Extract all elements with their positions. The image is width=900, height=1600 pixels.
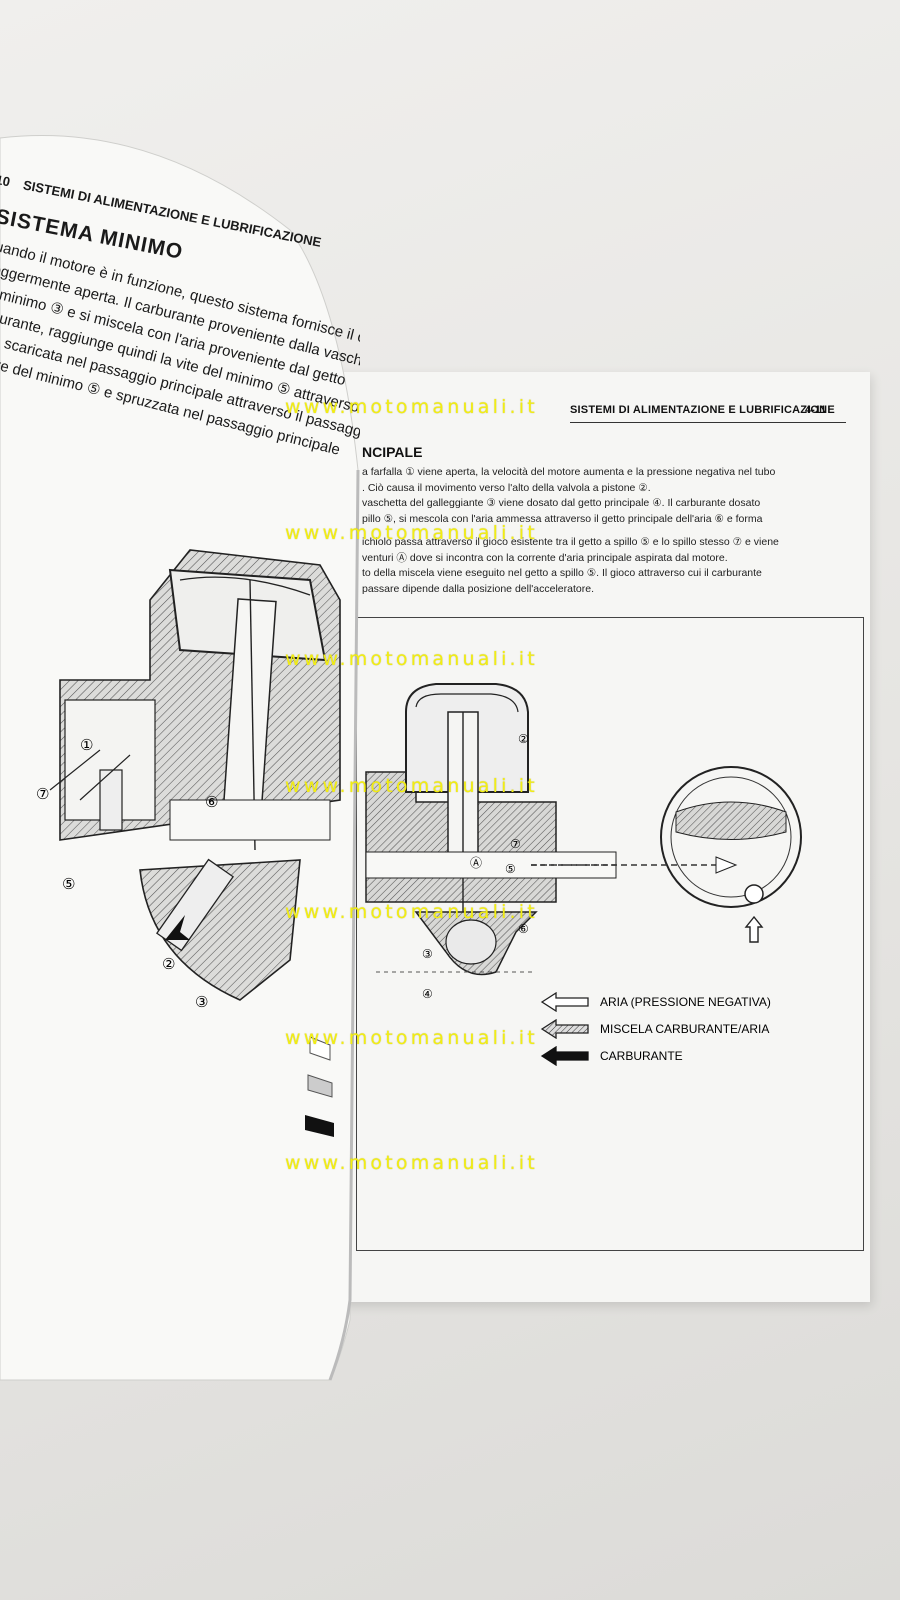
- text-line: pillo ⑤, si mescola con l'aria ammessa a…: [362, 512, 763, 525]
- text-line: vaschetta del galleggiante ③ viene dosat…: [362, 497, 761, 509]
- callout-4: ④: [422, 987, 433, 1001]
- callout-7: ⑦: [510, 837, 521, 851]
- carburetor-diagram-right: [365, 683, 802, 976]
- legend: ARIA (PRESSIONE NEGATIVA) MISCELA CARBUR…: [540, 992, 860, 1102]
- legend-label-air: ARIA (PRESSIONE NEGATIVA): [600, 995, 771, 1009]
- watermark: www.motomanuali.it: [285, 396, 538, 418]
- legend-label-mixture: MISCELA CARBURANTE/ARIA: [600, 1022, 770, 1036]
- right-page: SISTEMI DI ALIMENTAZIONE E LUBRIFICAZION…: [300, 372, 870, 1302]
- text-line: ichiolo passa attraverso il gioco esiste…: [362, 536, 779, 548]
- legend-item-air: ARIA (PRESSIONE NEGATIVA): [540, 992, 771, 1012]
- watermark: www.motomanuali.it: [285, 522, 538, 544]
- text-line: passare dipende dalla posizione dell'acc…: [362, 582, 594, 595]
- right-paragraph: a farfalla ① viene aperta, la velocità d…: [362, 465, 862, 597]
- callout-6: ⑥: [205, 793, 219, 811]
- legend-item-fuel: CARBURANTE: [540, 1046, 683, 1066]
- right-section-title: NCIPALE: [362, 444, 423, 460]
- solid-arrow-left-icon: [540, 1046, 589, 1066]
- right-page-number: 4-11: [805, 404, 827, 416]
- left-paragraph: uando il motore è in funzione, questo si…: [0, 235, 360, 477]
- header-rule: [570, 422, 846, 423]
- legend-label-fuel: CARBURANTE: [600, 1049, 683, 1063]
- watermark: www.motomanuali.it: [285, 901, 538, 923]
- hatched-arrow-left-icon: [540, 1019, 589, 1039]
- right-header-title: SISTEMI DI ALIMENTAZIONE E LUBRIFICAZION…: [570, 404, 835, 416]
- legend-item-mixture: MISCELA CARBURANTE/ARIA: [540, 1019, 769, 1039]
- figure-frame: [356, 617, 864, 1251]
- callout-7: ⑦: [36, 785, 50, 803]
- callout-3: ③: [422, 947, 433, 961]
- carburetor-diagram-left: [49, 549, 341, 1001]
- callout-2: ②: [162, 955, 176, 973]
- callout-3: ③: [195, 993, 209, 1011]
- watermark: www.motomanuali.it: [285, 1027, 538, 1049]
- callout-6: ⑥: [518, 922, 529, 936]
- watermark: www.motomanuali.it: [285, 775, 538, 797]
- callout-1: ①: [80, 736, 94, 754]
- watermark: www.motomanuali.it: [285, 648, 538, 670]
- left-page-number: 10: [0, 171, 12, 190]
- watermark: www.motomanuali.it: [285, 1152, 538, 1174]
- callout-5: ⑤: [62, 875, 76, 893]
- callout-5: ⑤: [505, 862, 516, 876]
- left-legend-arrows: [305, 1036, 334, 1137]
- text-line: a farfalla ① viene aperta, la velocità d…: [362, 466, 776, 478]
- hollow-arrow-left-icon: [540, 992, 589, 1012]
- text-line: . Ciò causa il movimento verso l'alto de…: [362, 481, 651, 494]
- right-page-header: SISTEMI DI ALIMENTAZIONE E LUBRIFICAZION…: [570, 404, 846, 423]
- text-line: to della miscela viene eseguito nel gett…: [362, 567, 762, 579]
- left-page: 10 SISTEMI DI ALIMENTAZIONE E LUBRIFICAZ…: [0, 0, 360, 1390]
- callout-a: Ⓐ: [470, 856, 483, 870]
- callout-2: ②: [518, 732, 529, 746]
- text-line: venturi Ⓐ dove si incontra con la corren…: [362, 551, 728, 564]
